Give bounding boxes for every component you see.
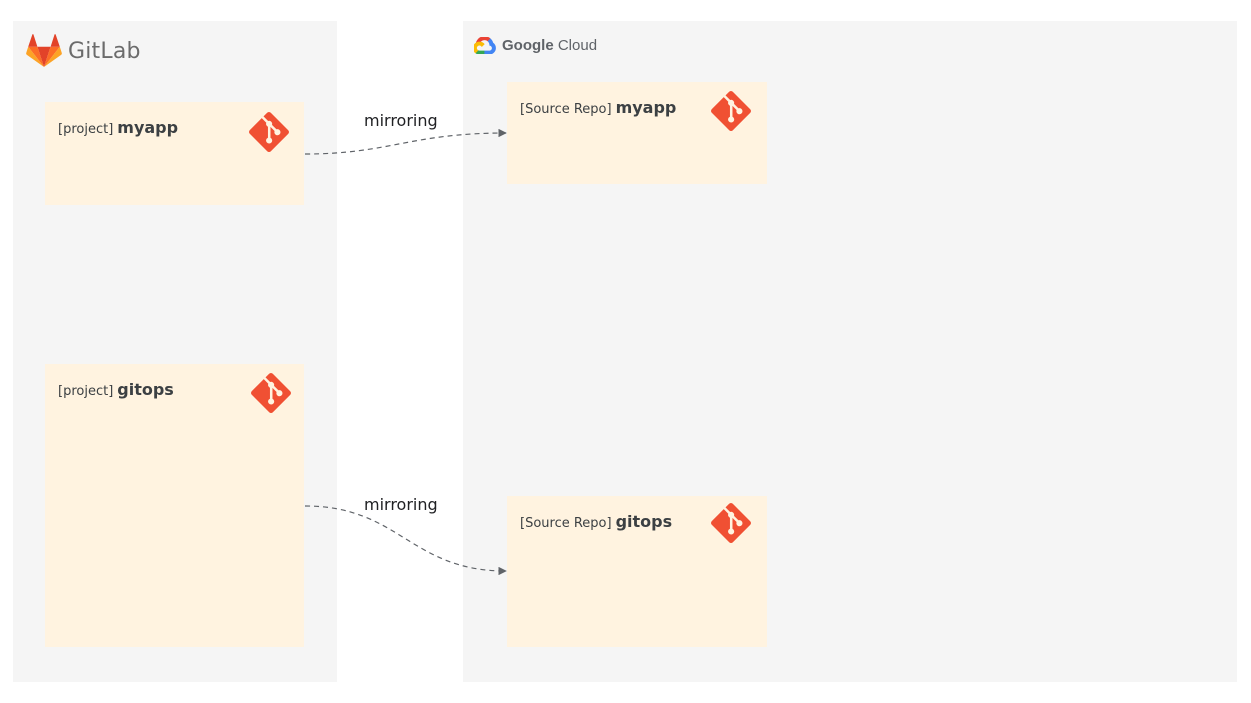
card-title: [project]gitops — [58, 380, 174, 399]
gitlab-project-myapp-card: [project]myapp — [45, 102, 304, 205]
card-prefix: [Source Repo] — [520, 516, 612, 531]
google-cloud-brand-rest: Cloud — [557, 36, 598, 54]
card-name: gitops — [117, 380, 174, 399]
mirroring-label-myapp: mirroring — [364, 111, 438, 130]
card-name: gitops — [615, 512, 673, 531]
source-repo-myapp-card: [Source Repo]myapp — [507, 82, 767, 184]
gitlab-brand: GitLab — [26, 33, 141, 69]
git-icon — [251, 373, 291, 413]
card-title: [project]myapp — [58, 118, 178, 137]
google-cloud-brand-label: Google Cloud — [502, 37, 597, 54]
mirroring-label-gitops: mirroring — [364, 495, 438, 514]
card-title: [Source Repo]myapp — [520, 98, 676, 117]
google-cloud-brand: Google Cloud — [474, 33, 597, 57]
source-repo-gitops-card: [Source Repo]gitops — [507, 496, 767, 647]
google-cloud-icon — [474, 36, 496, 54]
card-name: myapp — [615, 98, 677, 117]
git-icon — [711, 503, 751, 543]
card-prefix: [project] — [58, 122, 114, 137]
card-prefix: [Source Repo] — [520, 102, 612, 117]
git-icon — [711, 91, 751, 131]
gitlab-brand-label: GitLab — [68, 38, 141, 64]
card-title: [Source Repo]gitops — [520, 512, 672, 531]
card-prefix: [project] — [58, 384, 114, 399]
gitlab-tanuki-icon — [26, 34, 62, 67]
gitlab-project-gitops-card: [project]gitops — [45, 364, 304, 647]
git-icon — [249, 112, 289, 152]
card-name: myapp — [117, 118, 179, 137]
google-cloud-brand-bold: Google — [502, 36, 554, 54]
